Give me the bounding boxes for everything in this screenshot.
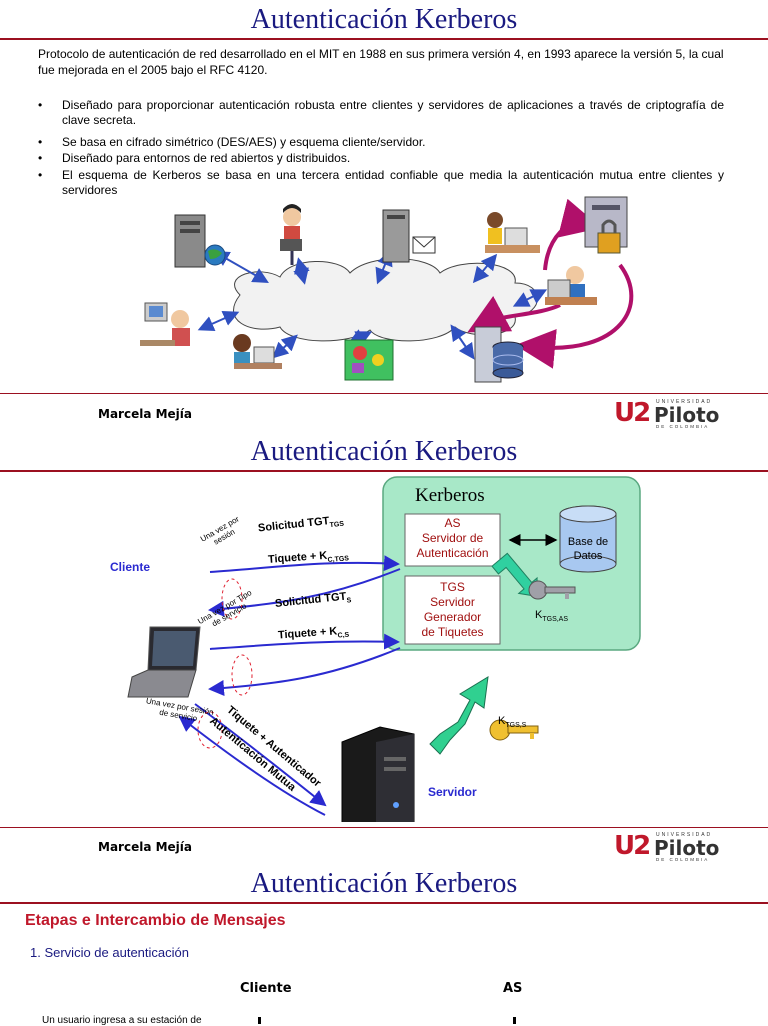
section-heading: Etapas e Intercambio de Mensajes [25,912,286,929]
database-server-icon [474,326,524,383]
logo-mark: U2 [614,831,651,861]
slide-3: Autenticación Kerberos Etapas e Intercam… [0,864,768,1026]
db-label: Base de Datos [560,535,616,563]
db-label-2: Datos [573,550,603,562]
tgs-label-3: Generador [423,610,482,624]
bullet-dot: • [38,151,43,165]
key-icon [528,580,576,600]
logo-name: Piloto [654,403,720,427]
subsection-heading: 1. Servicio de autenticación [30,945,189,960]
logo-colombia: DE COLOMBIA [656,424,710,429]
as-label-3: Autenticación [416,546,489,560]
step-description: Un usuario ingresa a su estación de [42,1015,202,1026]
bullet-dot: • [38,135,43,149]
slide-title: Autenticación Kerberos [250,436,518,467]
author-name: Marcela Mejía [98,840,193,854]
logo-universidad: UNIVERSIDAD [656,399,713,405]
logo-colombia: DE COLOMBIA [656,857,710,862]
student-computer-icon [233,334,282,369]
tgs-label: TGS [440,580,465,594]
tgs-box: TGS Servidor Generador de Tiquetes [405,580,500,640]
server-globe-icon [174,214,226,268]
university-logo: U2 UNIVERSIDAD Piloto DE COLOMBIA [614,398,729,430]
database-icon [559,505,617,573]
bullet-1: Diseñado para proporcionar autenticación… [62,98,724,127]
as-label-2: Servidor de [421,531,484,545]
cliente-column-header: Cliente [240,981,292,996]
mail-server-icon [382,209,436,263]
footer-rule [0,827,768,828]
bullet-3: Diseñado para entornos de red abiertos y… [62,151,351,165]
title-rule [0,902,768,904]
logo-name: Piloto [654,836,720,860]
elderly-user-icon [140,302,190,346]
key-tgs-as-label: KTGS,AS [535,609,569,624]
slide-1: Autenticación Kerberos Protocolo de aute… [0,0,768,430]
as-box: AS Servidor de Autenticación [405,516,500,561]
gold-key-icon [489,719,539,741]
as-column-header: AS [503,981,523,996]
application-icon [344,339,394,381]
as-timeline [513,1017,516,1024]
as-label: AS [444,516,461,530]
cliente-label: Cliente [110,560,151,574]
tgs-label-2: Servidor [430,595,475,609]
green-arrow [491,552,538,597]
user-laptop-icon [280,204,302,265]
network-diagram [140,196,634,383]
user-computer-icon [485,212,540,253]
intro-line-1: Protocolo de autenticación de red desarr… [38,47,724,61]
logo-mark: U2 [614,398,651,428]
author-name: Marcela Mejía [98,407,193,421]
bullet-dot: • [38,168,43,182]
key-tgs-s-label: KTGS,S [498,715,527,730]
user-desk-icon [545,266,597,305]
intro-line-2: fue mejorada en el 2005 bajo el RFC 4120… [38,63,268,77]
slide-title: Autenticación Kerberos [250,868,518,899]
slide-title: Autenticación Kerberos [250,4,518,35]
laptop-icon [127,626,201,698]
kerberos-heading: Kerberos [415,485,485,506]
db-label-1: Base de [567,536,609,548]
footer-rule [0,393,768,394]
title-rule [0,470,768,472]
bullet-dot: • [38,98,43,112]
server-tower-icon [341,726,415,822]
kerberos-diagram [127,476,641,822]
slide-2: Autenticación Kerberos [0,432,768,862]
tgs-label-4: de Tiquetes [421,625,484,639]
bullet-4: El esquema de Kerberos se basa en una te… [62,168,724,197]
servidor-label: Servidor [428,785,477,799]
server-lock-icon [584,196,628,254]
logo-universidad: UNIVERSIDAD [656,832,713,838]
cliente-timeline [258,1017,261,1024]
large-green-arrow [429,676,489,755]
title-rule [0,38,768,40]
university-logo: U2 UNIVERSIDAD Piloto DE COLOMBIA [614,831,729,863]
bullet-2: Se basa en cifrado simétrico (DES/AES) y… [62,135,426,149]
